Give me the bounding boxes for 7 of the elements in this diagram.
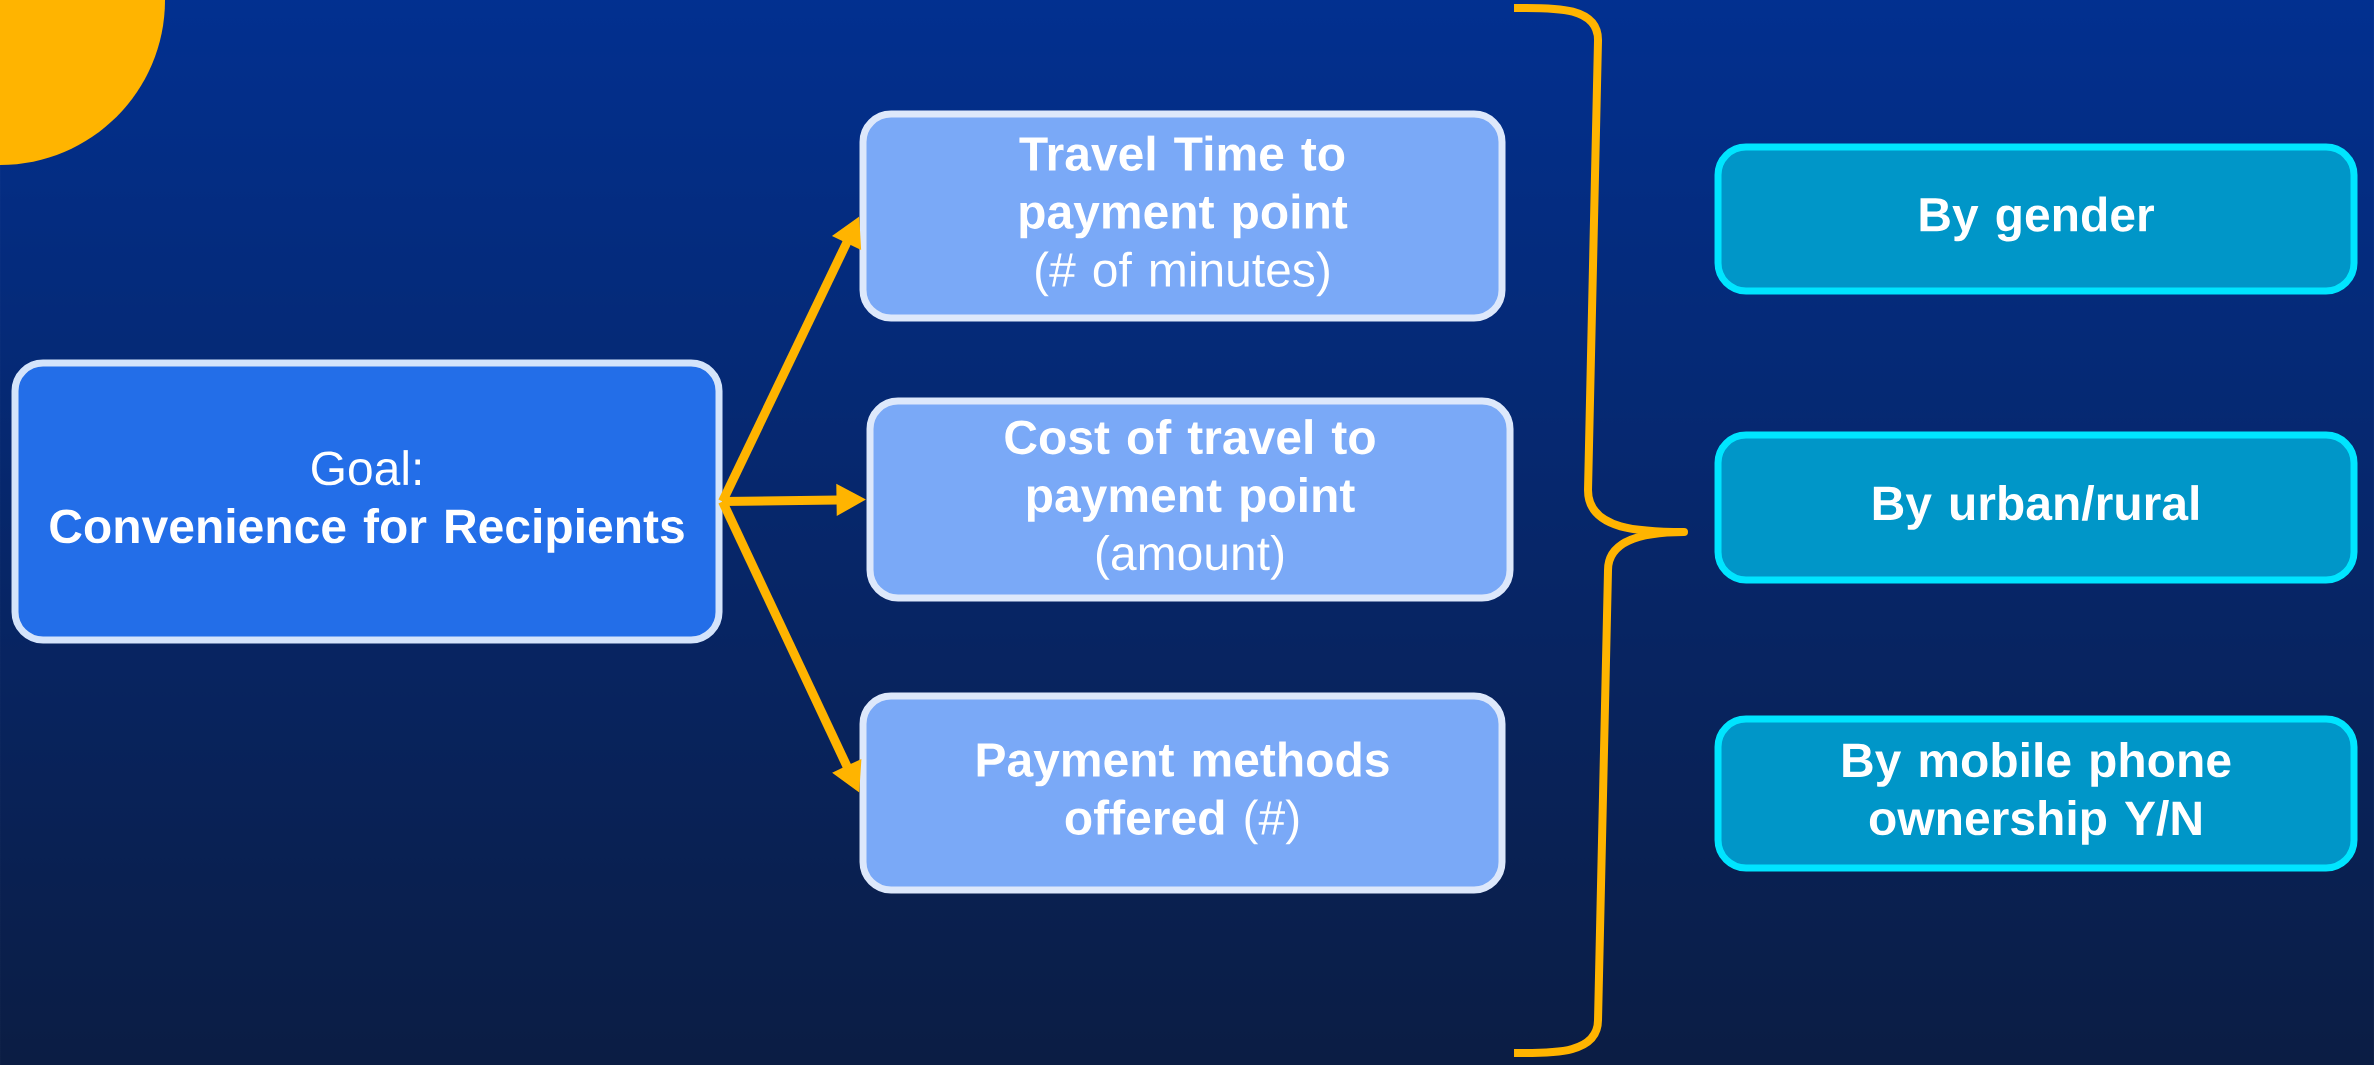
category-box: By urban/rural xyxy=(1714,431,2358,584)
metric-box: Payment methods offered (#) xyxy=(859,692,1506,894)
category-box: By mobile phone ownership Y/N xyxy=(1714,715,2358,872)
metric-box: Travel Time to payment point (# of minutes) xyxy=(859,110,1506,322)
category-box: By gender xyxy=(1714,143,2358,295)
metric-box: Cost of travel to payment point (amount) xyxy=(866,397,1514,602)
goal-box: Goal: Convenience for Recipients xyxy=(11,359,723,644)
